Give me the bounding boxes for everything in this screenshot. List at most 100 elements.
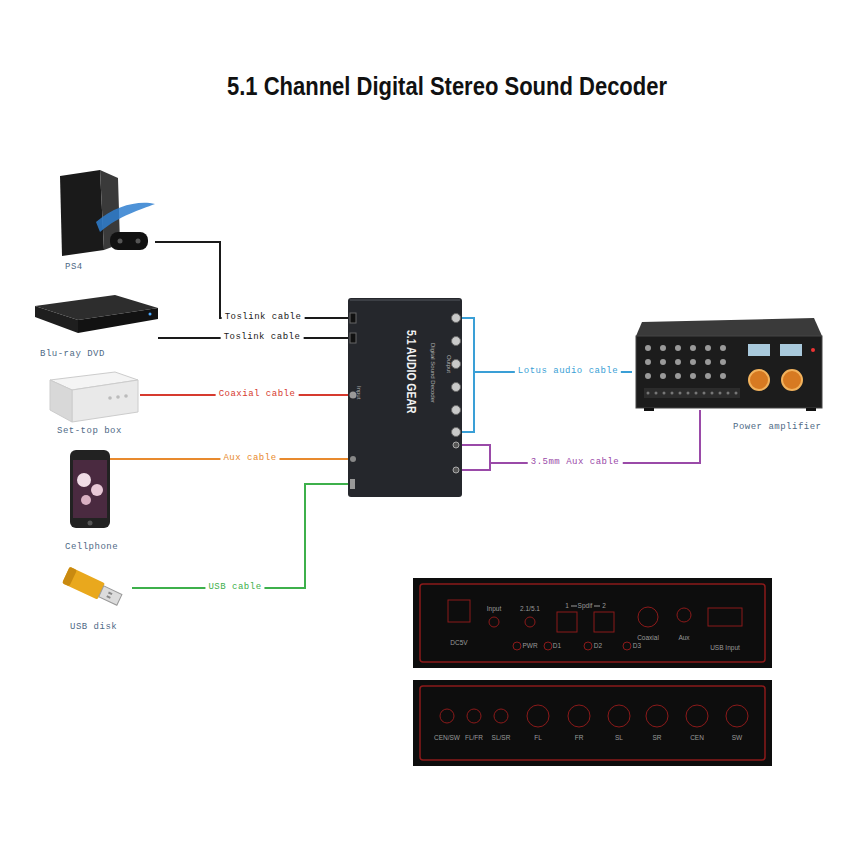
cable-line — [132, 484, 348, 588]
volume-knob — [782, 370, 802, 390]
port-label: CEN/SW — [434, 735, 460, 742]
output-jack — [608, 705, 630, 727]
sound-decoder: 5.1 AUDIO GEARDigital Sound DecoderInput… — [348, 298, 462, 497]
port-label: CEN — [690, 735, 704, 742]
port-label: SL — [615, 735, 623, 742]
box-button — [108, 396, 112, 400]
device-label: Set-top box — [57, 427, 122, 436]
panel-outline — [420, 584, 765, 662]
led — [544, 642, 552, 650]
blue-swoosh — [96, 203, 155, 232]
bluray-player: Blu-ray DVD — [35, 293, 158, 339]
port-label: 2.1/5.1 — [520, 606, 540, 613]
output-jack — [440, 709, 454, 723]
usb-plug — [99, 586, 122, 605]
device-label: Power amplifier — [733, 423, 822, 432]
device-label: Blu-ray DVD — [40, 350, 105, 359]
amp-front — [636, 336, 822, 408]
ps4-illustration — [60, 170, 155, 256]
level-meter — [780, 344, 802, 356]
usb-hole — [108, 592, 112, 596]
mini-jack — [453, 467, 459, 473]
cable-line — [462, 410, 700, 463]
decoder-label: Digital Sound Decoder — [430, 343, 436, 403]
port-label: SR — [652, 735, 661, 742]
rca-jack — [452, 337, 461, 346]
coaxial-jack — [638, 607, 658, 627]
port-label: DC5V — [450, 640, 467, 647]
toslink-port — [350, 333, 356, 343]
controller-stick — [136, 239, 141, 244]
screen-flower — [81, 495, 91, 505]
bluray-illustration — [35, 295, 158, 333]
amp-foot — [644, 408, 654, 411]
knob-row — [648, 373, 738, 379]
power-light — [811, 348, 815, 352]
usb-cap — [62, 567, 77, 587]
output-jack — [467, 709, 481, 723]
port-label: Coaxial — [637, 635, 659, 642]
usb-disk: USB disk — [62, 565, 132, 611]
decoder-label: 5.1 AUDIO GEAR — [405, 330, 418, 413]
screen-flower — [77, 473, 91, 487]
spdif-port — [557, 612, 577, 632]
button-row — [648, 392, 738, 395]
input-panel: DC5VInput2.1/5.11Spdif2PWRD1D2D3CoaxialA… — [413, 578, 772, 668]
mode-button — [525, 617, 535, 627]
device-label: USB disk — [70, 623, 117, 632]
cable-label: USB cable — [205, 583, 264, 593]
phone-body — [70, 450, 110, 528]
spdif-port — [594, 612, 614, 632]
rca-jack — [452, 406, 461, 415]
mini-jack — [453, 442, 459, 448]
port-label: FL/FR — [465, 735, 483, 742]
cable-label: 3.5mm Aux cable — [528, 458, 623, 468]
cellphone: Cellphone — [70, 450, 110, 528]
port-label: D1 — [553, 643, 561, 650]
aux-port — [350, 456, 356, 462]
panel-outline — [420, 686, 765, 760]
port-label: 1 — [565, 603, 569, 610]
set-top-box: Set-top box — [50, 370, 140, 422]
output-jack — [568, 705, 590, 727]
port-label: Input — [487, 606, 501, 613]
usb-socket — [708, 608, 742, 626]
aux-jack — [677, 608, 691, 622]
aux-branch — [462, 463, 490, 470]
usb-body — [62, 567, 105, 600]
output-panel: CEN/SWFL/FRSL/SRFLFRSLSRCENSW — [413, 680, 772, 766]
cable-label: Lotus audio cable — [515, 367, 621, 377]
power-amplifier: Power amplifier — [632, 318, 822, 410]
port-label: D3 — [633, 643, 641, 650]
spdif-dash — [594, 606, 600, 607]
output-jack — [527, 705, 549, 727]
port-label: SL/SR — [492, 735, 511, 742]
output-panel-drawing — [413, 680, 772, 766]
output-jack — [646, 705, 668, 727]
port-label: FL — [534, 735, 542, 742]
amp-top — [636, 318, 822, 336]
device-label: PS4 — [65, 263, 83, 272]
diagram-title: 5.1 Channel Digital Stereo Sound Decoder — [227, 74, 667, 99]
port-label: SW — [732, 735, 742, 742]
box-button — [124, 394, 128, 398]
led — [584, 642, 592, 650]
panel-face — [413, 680, 772, 766]
box-front — [72, 380, 138, 422]
player-front — [78, 308, 158, 333]
home-button — [88, 521, 93, 526]
knob-row — [648, 359, 738, 365]
rca-jack — [452, 314, 461, 323]
cable-line — [155, 242, 348, 318]
controller-stick — [118, 239, 123, 244]
usb-port — [350, 479, 355, 489]
volume-knob — [749, 370, 769, 390]
output-jack — [494, 709, 508, 723]
led — [513, 642, 521, 650]
port-label: PWR — [522, 643, 537, 650]
level-meter — [748, 344, 770, 356]
lotus-branch — [462, 372, 474, 432]
player-light — [149, 313, 152, 316]
